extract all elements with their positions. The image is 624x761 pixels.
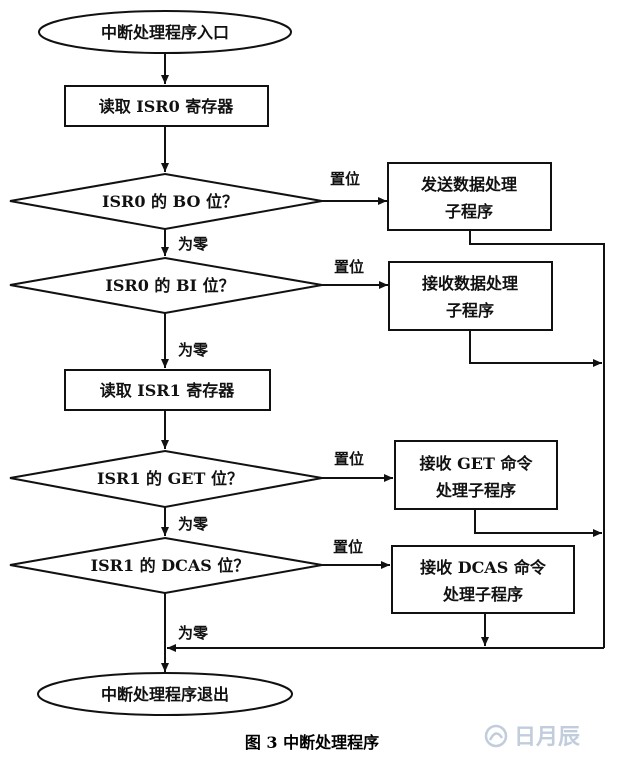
- get-process-label-2: 处理子程序: [435, 481, 516, 500]
- edge-set-label: 置位: [333, 538, 363, 556]
- read-isr0-box: [64, 85, 269, 127]
- decision-isr1-get-label: ISR1 的 GET 位？: [97, 469, 243, 488]
- edge-zero-label: 为零: [178, 624, 209, 642]
- figure-caption: 图 3 中断处理程序: [245, 733, 379, 752]
- decision-isr0-b1-label: ISR0 的 BI 位？: [105, 276, 234, 295]
- watermark-text: 日月辰: [514, 724, 580, 750]
- recv-process-label-1: 接收数据处理: [422, 274, 518, 293]
- end-terminal: [37, 672, 293, 716]
- dcas-process-label-1: 接收 DCAS 命令: [420, 558, 547, 577]
- get-process-label-1: 接收 GET 命令: [420, 454, 534, 473]
- start-label: 中断处理程序入口: [101, 23, 229, 42]
- end-label: 中断处理程序退出: [101, 685, 229, 704]
- read-isr1-box: [64, 369, 271, 411]
- send-process-label-2: 子程序: [445, 202, 493, 221]
- decision-isr1-dcas-label: ISR1 的 DCAS 位？: [91, 556, 250, 575]
- dcas-process-label-2: 处理子程序: [442, 585, 523, 604]
- edge-set-label: 置位: [330, 170, 360, 188]
- edge-zero-label: 为零: [178, 341, 209, 359]
- decision-isr0-b0-label: ISR0 的 BO 位？: [102, 192, 238, 211]
- read-isr1-label: 读取 ISR1 寄存器: [100, 381, 236, 400]
- edge-set-label: 置位: [334, 450, 364, 468]
- send-process-label-1: 发送数据处理: [420, 175, 517, 194]
- recv-process-label-2: 子程序: [446, 301, 494, 320]
- edge-set-label: 置位: [334, 258, 364, 276]
- dcas-process-box: [391, 545, 575, 614]
- edge-zero-label: 为零: [178, 235, 209, 253]
- read-isr0-label: 读取 ISR0 寄存器: [99, 97, 235, 116]
- watermark-logo: 日月辰: [484, 724, 580, 750]
- get-process-box: [394, 440, 558, 510]
- recv-process-box: [388, 261, 553, 331]
- edge-zero-label: 为零: [178, 515, 209, 533]
